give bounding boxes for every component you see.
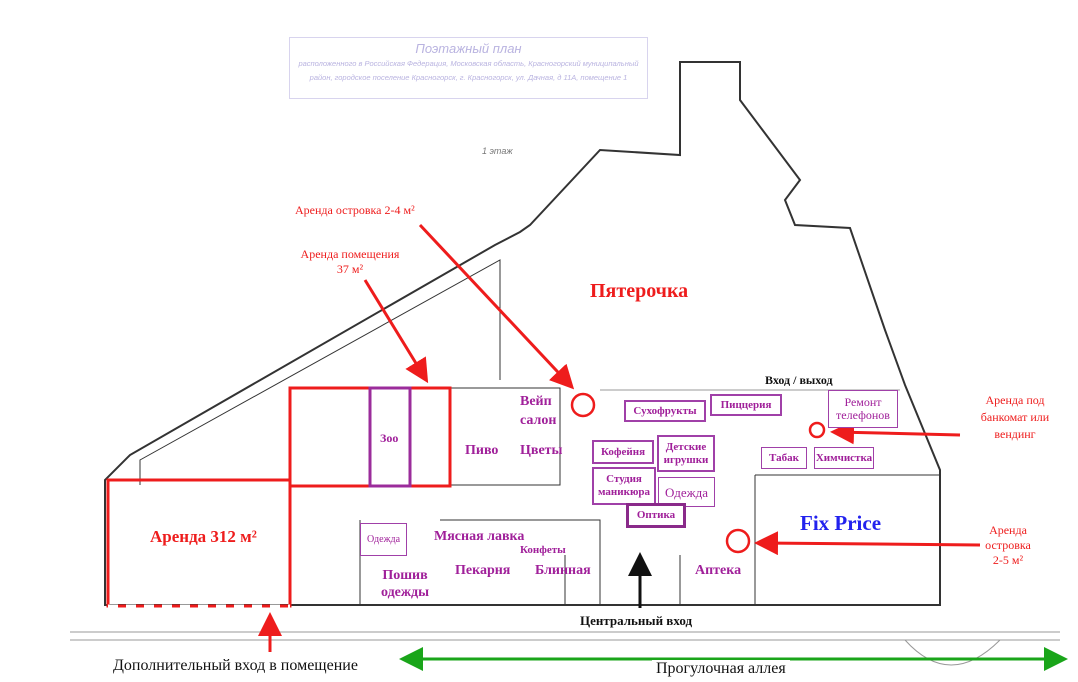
shop-nail-studio: Студия маникюра	[592, 467, 656, 505]
address-prefix: расположенного в	[298, 59, 363, 68]
annotation-atm-l1: Аренда под	[985, 393, 1045, 407]
annotation-room-37-l2: 37 м²	[336, 262, 364, 276]
shop-beer: Пиво	[465, 443, 499, 458]
shop-flowers: Цветы	[520, 443, 563, 458]
floor-label: 1 этаж	[482, 146, 513, 156]
plan-title: Поэтажный план	[415, 41, 522, 56]
shop-pizzeria: Пиццерия	[710, 394, 782, 416]
anchor-fixprice: Fix Price	[800, 511, 882, 535]
shop-dried-fruits: Сухофрукты	[624, 400, 706, 422]
shop-optics: Оптика	[626, 503, 686, 528]
shop-candy: Конфеты	[520, 544, 566, 556]
island-spot	[570, 392, 596, 418]
annotation-island-2-5-l1: Аренда	[989, 523, 1027, 537]
annotation-room-37-l1: Аренда помещения	[300, 247, 400, 261]
address-line2: район, городское поселение Красногорск, …	[309, 73, 628, 82]
annotation-atm-l3: вендинг	[994, 427, 1036, 441]
annotation-island-2-5-l2: островка	[985, 538, 1031, 552]
entrance-exit-label: Вход / выход	[765, 373, 833, 387]
shop-zoo: Зоо	[380, 431, 399, 445]
annotation-island-2-4: Аренда островка 2-4 м²	[295, 203, 415, 217]
extra-entrance-label: Дополнительный вход в помещение	[113, 657, 358, 674]
shop-dry-cleaning: Химчистка	[814, 447, 874, 469]
shop-sewing: Пошив одежды	[380, 568, 430, 600]
rent-312-label: Аренда 312 м²	[150, 527, 257, 546]
alley-label: Прогулочная аллея	[652, 660, 790, 678]
shop-coffee: Кофейня	[592, 440, 654, 464]
central-entrance-label: Центральный вход	[580, 613, 693, 628]
annotation-atm-l2: банкомат или	[980, 410, 1050, 424]
shop-meat: Мясная лавка	[434, 529, 525, 544]
shop-clothes: Одежда	[658, 477, 715, 507]
anchor-pyaterochka: Пятерочка	[590, 280, 689, 302]
shop-phone-repair: Ремонт телефонов	[828, 390, 898, 428]
shop-vape: Вейп салон	[520, 394, 557, 428]
address-line1: Российская Федерация, Московская область…	[364, 59, 639, 68]
shop-toys: Детские игрушки	[657, 435, 715, 472]
shop-clothes-2: Одежда	[360, 523, 407, 556]
island-spot-2	[725, 528, 751, 554]
plan-title-box: Поэтажный план расположенного в Российск…	[289, 37, 648, 99]
shop-pharmacy: Аптека	[695, 563, 742, 578]
shop-pancakes: Блинная	[535, 563, 591, 578]
atm-spot	[808, 421, 826, 439]
shop-tobacco: Табак	[761, 447, 807, 469]
annotation-island-2-5-l3: 2-5 м²	[992, 553, 1024, 567]
shop-bakery: Пекарня	[455, 563, 511, 578]
